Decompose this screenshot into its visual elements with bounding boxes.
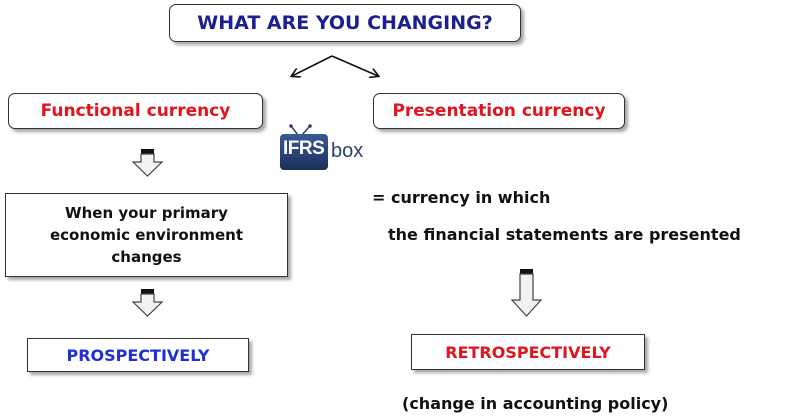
logo-box-text: box [331, 140, 364, 162]
currency-definition-line1: = currency in which [372, 188, 551, 207]
logo-ifrs-text: IFRS [283, 138, 325, 159]
split-arrows [292, 55, 378, 76]
down-arrow-2 [131, 289, 164, 317]
down-arrow-1 [131, 149, 164, 177]
presentation-currency-box: Presentation currency [373, 93, 625, 129]
logo-tv-screen [280, 134, 328, 170]
arrow-to-presentation [331, 55, 378, 76]
retrospectively-box: RETROSPECTIVELY [411, 334, 645, 370]
primary-environment-box: When your primary economic environment c… [5, 193, 288, 277]
title-box: WHAT ARE YOU CHANGING? [169, 4, 521, 42]
currency-definition-line2: the financial statements are presented [388, 225, 741, 244]
prospectively-box: PROSPECTIVELY [27, 338, 249, 372]
tv-antenna-icon [289, 124, 312, 136]
functional-currency-box: Functional currency [8, 93, 263, 129]
accounting-policy-note: (change in accounting policy) [402, 394, 669, 413]
ifrsbox-logo: IFRS box [280, 124, 364, 174]
down-arrow-3 [510, 269, 543, 317]
arrow-to-functional [292, 55, 333, 76]
